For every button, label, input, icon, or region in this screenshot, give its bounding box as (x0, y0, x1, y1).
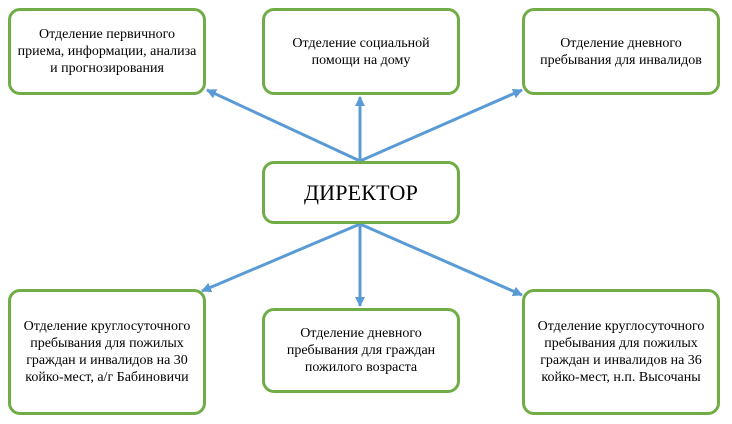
director-label: ДИРЕКТОР (303, 179, 419, 205)
home-social-help-department-box: Отделение социальной помощи на дому (262, 8, 460, 95)
arrow-to-roundclock-36 (359, 222, 523, 297)
director-box: ДИРЕКТОР (262, 161, 460, 224)
primary-reception-department-box: Отделение первичного приема, информации,… (8, 8, 206, 95)
roundclock-36-department-box: Отделение круглосуточного пребывания для… (522, 289, 720, 415)
day-stay-disabled-department-box: Отделение дневного пребывания для инвали… (522, 8, 720, 95)
roundclock-30-department-box: Отделение круглосуточного пребывания для… (8, 289, 206, 415)
roundclock-30-department-label: Отделение круглосуточного пребывания для… (23, 319, 191, 385)
day-stay-disabled-department-label: Отделение дневного пребывания для инвали… (540, 35, 702, 68)
roundclock-36-department-label: Отделение круглосуточного пребывания для… (537, 319, 705, 385)
primary-reception-department-label: Отделение первичного приема, информации,… (17, 27, 197, 76)
day-stay-elderly-department-label: Отделение дневного пребывания для гражда… (286, 326, 436, 375)
arrow-to-day-stay-disabled (359, 88, 523, 163)
home-social-help-department-label: Отделение социальной помощи на дому (292, 35, 430, 68)
day-stay-elderly-department-box: Отделение дневного пребывания для гражда… (262, 308, 460, 393)
arrow-to-roundclock-30 (201, 222, 361, 293)
arrow-to-primary-reception (206, 88, 361, 163)
